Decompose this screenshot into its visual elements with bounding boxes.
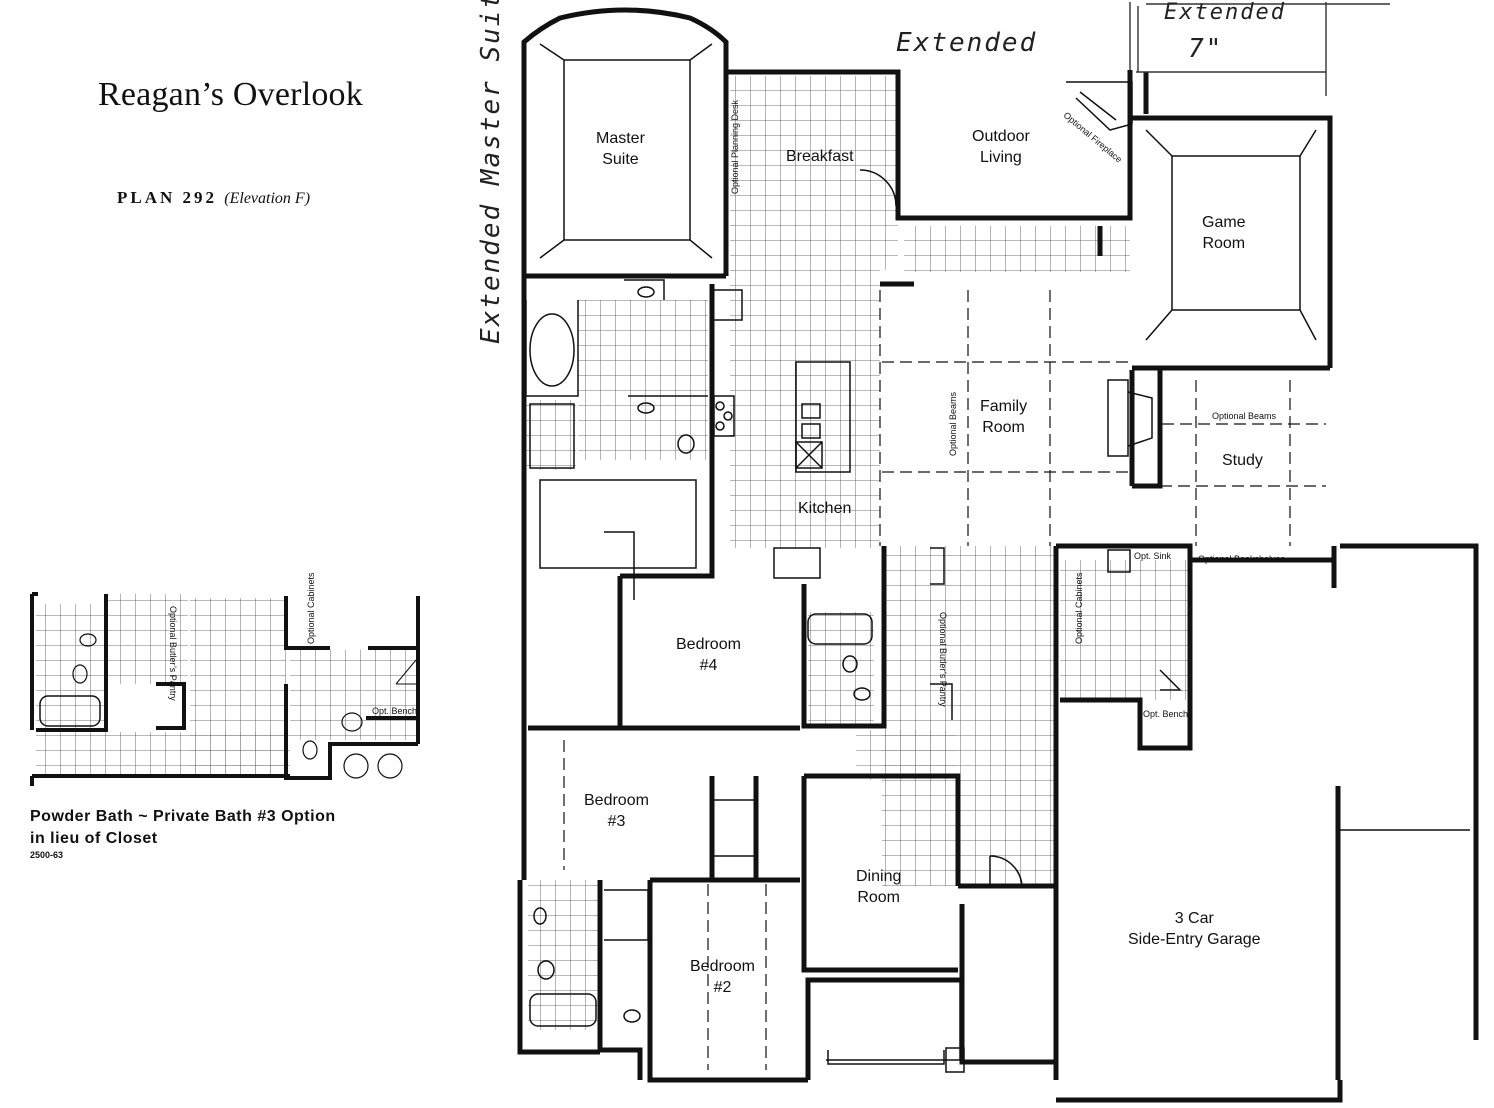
room-bedroom-2-line1: Bedroom: [690, 958, 755, 975]
room-bedroom-3-line1: Bedroom: [584, 792, 649, 809]
room-bedroom-4-line2: #4: [699, 657, 718, 674]
label-optional-beams-study: Optional Beams: [1212, 411, 1277, 421]
label-optional-cabinets: Optional Cabinets: [1074, 572, 1084, 644]
handwritten-extended-master-suite: Extended Master Suite: [476, 0, 506, 344]
tile-areas: [526, 76, 1190, 1030]
room-master-suite: Master Suite: [596, 128, 645, 170]
label-opt-bench: Opt. Bench: [1143, 709, 1189, 719]
room-outdoor-living: Outdoor Living: [972, 126, 1030, 168]
room-bedroom-2-line2: #2: [713, 979, 732, 996]
plan-title: Reagan’s Overlook: [98, 76, 363, 113]
room-breakfast: Breakfast: [786, 148, 854, 165]
beam-lines: [563, 290, 1326, 1070]
room-bedroom-4-line1: Bedroom: [676, 636, 741, 653]
room-garage-line1: 3 Car: [1174, 910, 1214, 927]
room-bedroom-4: Bedroom #4: [676, 634, 741, 676]
handwritten-extended-right: Extended: [1164, 0, 1286, 25]
room-family-room-line1: Family: [980, 398, 1028, 415]
inset-plan: [30, 592, 420, 786]
room-study: Study: [1222, 452, 1263, 469]
inset-code: 2500-63: [30, 850, 64, 860]
room-outdoor-living-line1: Outdoor: [972, 128, 1030, 145]
room-garage-line2: Side-Entry Garage: [1128, 931, 1261, 948]
room-master-suite-line2: Suite: [602, 151, 639, 168]
label-optional-beams-family: Optional Beams: [948, 391, 958, 456]
room-outdoor-living-line2: Living: [980, 149, 1022, 166]
interior-lines: [525, 43, 1470, 1073]
plan-number: PLAN 292 (Elevation F): [117, 188, 310, 208]
room-master-suite-line1: Master: [596, 130, 645, 147]
label-optional-bookshelves: Optional Bookshelves: [1198, 554, 1286, 564]
room-bedroom-3: Bedroom #3: [584, 790, 649, 832]
inset-caption-line1: Powder Bath ~ Private Bath #3 Option: [30, 808, 336, 825]
room-game-room-line1: Game: [1202, 214, 1246, 231]
inset-caption-line2: in lieu of Closet: [30, 830, 158, 847]
handwritten-seven-inch: 7": [1188, 34, 1224, 64]
plan-label: PLAN 292: [117, 188, 218, 207]
room-dining-line2: Room: [857, 889, 901, 906]
handwritten-extended-top: Extended: [896, 28, 1038, 58]
room-garage: 3 Car Side-Entry Garage: [1128, 908, 1261, 950]
label-opt-sink: Opt. Sink: [1134, 551, 1172, 561]
inset-label-butlers-pantry: Optional Butler’s Pantry: [168, 606, 178, 701]
inset-caption: Powder Bath ~ Private Bath #3 Option in …: [30, 806, 336, 850]
room-game-room-line2: Room: [1202, 235, 1246, 252]
room-dining-line1: Dining: [856, 868, 902, 885]
walls: [517, 7, 1479, 1103]
sketch-extension: [1129, 2, 1390, 96]
room-kitchen: Kitchen: [798, 500, 852, 517]
room-bedroom-3-line2: #3: [607, 813, 626, 830]
room-family-room-line2: Room: [982, 419, 1025, 436]
label-butlers-pantry: Optional Butler’s Pantry: [938, 612, 948, 707]
inset-label-optional-cabinets: Optional Cabinets: [306, 572, 316, 644]
room-dining-room: Dining Room: [856, 866, 901, 908]
room-family-room: Family Room: [980, 396, 1027, 438]
room-bedroom-2: Bedroom #2: [690, 956, 755, 998]
inset-label-opt-bench: Opt. Bench: [372, 706, 418, 716]
elevation-label: (Elevation F): [224, 190, 311, 207]
room-game-room: Game Room: [1202, 212, 1246, 254]
label-planning-desk: Optional Planning Desk: [730, 99, 740, 194]
